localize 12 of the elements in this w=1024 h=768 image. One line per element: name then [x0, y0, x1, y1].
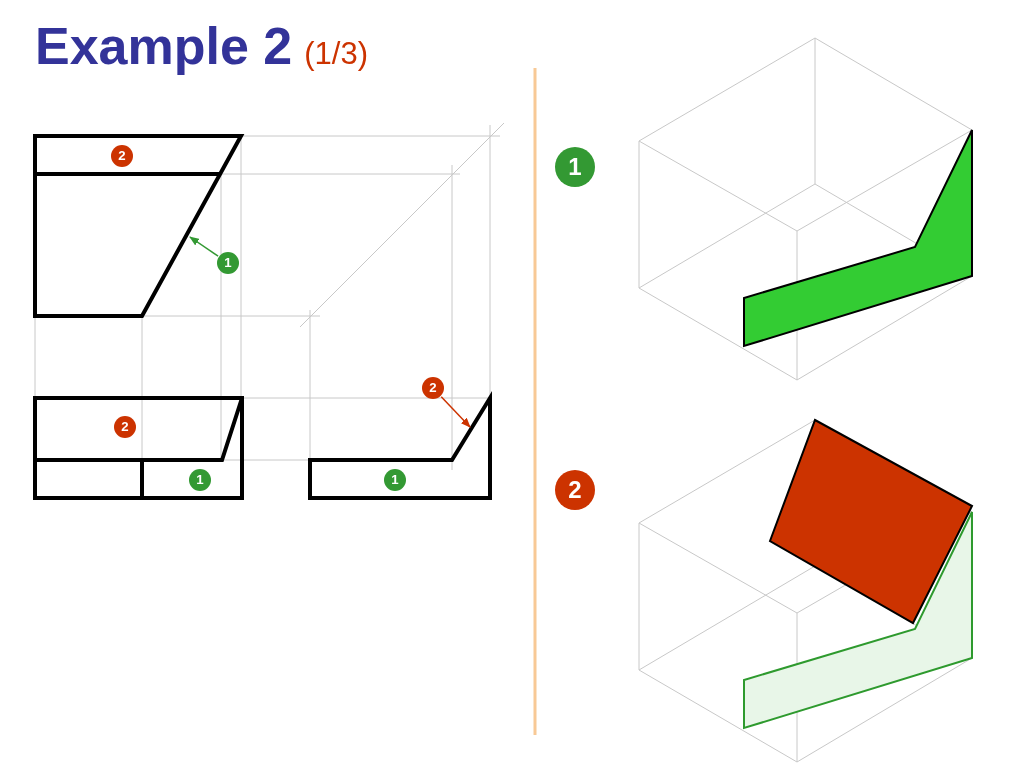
leader-line: [189, 236, 219, 257]
callout-number: 2: [422, 377, 444, 399]
callout-number: 2: [114, 416, 136, 438]
leader-line: [440, 395, 471, 428]
callout-number: 1: [217, 252, 239, 274]
page-number: (1/3): [304, 36, 368, 72]
callout-number: 2: [111, 145, 133, 167]
callout-number: 1: [384, 469, 406, 491]
callout-number: 2: [555, 470, 595, 510]
callout-number: 1: [189, 469, 211, 491]
title: Example 2: [35, 18, 293, 76]
callout-number: 1: [555, 147, 595, 187]
